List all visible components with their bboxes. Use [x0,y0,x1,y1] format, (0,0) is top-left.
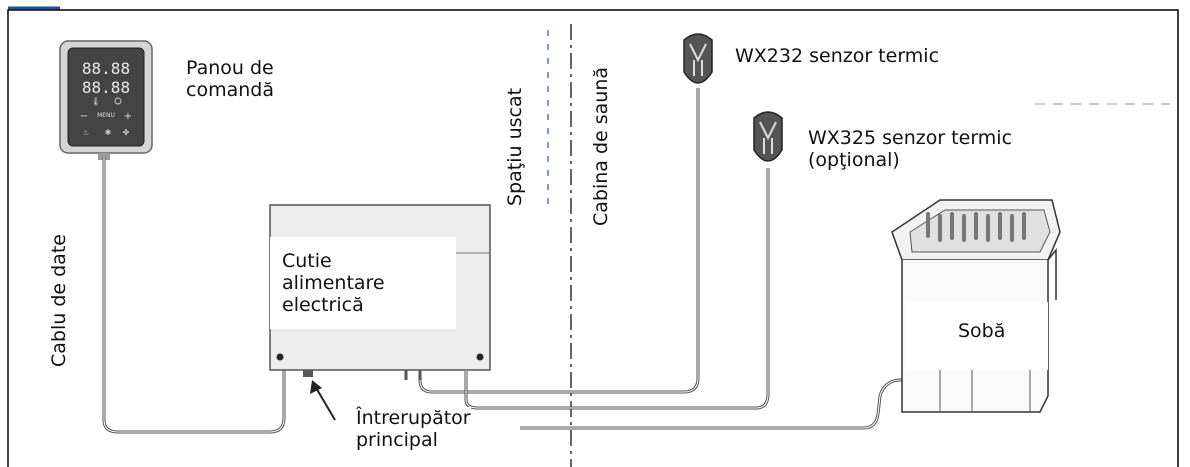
main-switch-label: Întrerupător principal [356,407,471,451]
clock-icon [114,97,122,105]
sensor-1-device [683,33,713,84]
panel-menu-text: MENU [97,112,115,119]
heater-label: Sobă [958,320,1006,342]
plus-icon: + [124,111,132,122]
control-panel-label: Panou de comandă [186,57,274,101]
thermometer-icon: 🌡 [91,97,101,106]
panel-display-top: 88.88 [82,59,130,78]
data-cable-line [102,158,286,434]
sensor-2-device [753,111,783,162]
switch-arrow-head [310,380,322,394]
data-cable-label: Cablu de date [48,234,70,367]
minus-icon: − [80,111,88,122]
sauna-icon: ♨ [82,128,89,137]
sensor-1-label: WX232 senzor termic [735,45,940,67]
power-box-label-bg [270,237,456,329]
dry-space-label: Spaţiu uscat [504,87,526,206]
panel-display-bottom: 88.88 [82,78,130,97]
sensor-2-label: WX325 senzor termic (opţional) [808,127,1013,171]
heater-cable [520,378,905,430]
light-icon: ✱ [105,128,112,137]
fan-icon: ✤ [123,128,130,137]
control-panel-device: 88.88 88.88 MENU − + 🌡 ♨ ✱ ✤ [59,40,153,160]
sauna-cabin-label: Cabina de saună [590,66,612,226]
diagram-frame [7,9,1179,467]
power-box-label: Cutie alimentare electrică [282,250,385,316]
heater-label-bg [906,302,1048,370]
data-cable-inner [103,158,285,433]
switch-arrow-line [314,385,336,421]
main-switch-knob [303,370,313,377]
